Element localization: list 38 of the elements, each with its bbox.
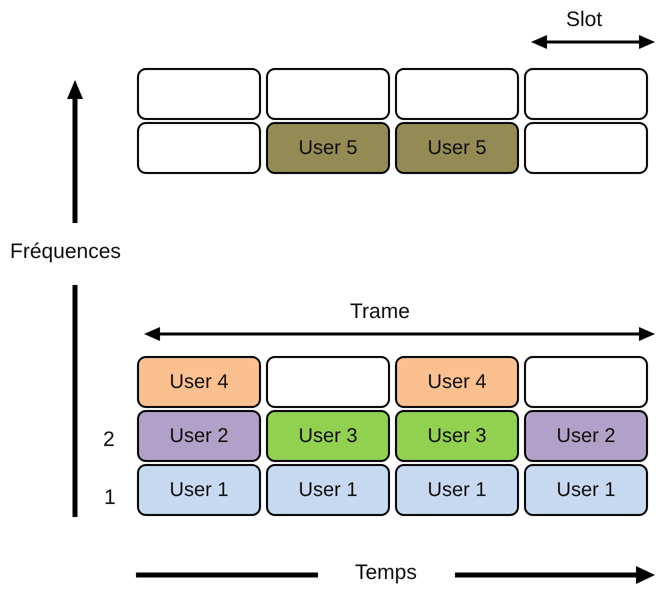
- user-label: User 4: [170, 370, 228, 394]
- empty-slot-box: [137, 68, 261, 120]
- user-label: User 1: [170, 478, 228, 502]
- user-slot: [395, 356, 519, 408]
- user-label: User 2: [556, 424, 616, 448]
- user-label: User 3: [298, 424, 358, 448]
- row-number: 2: [103, 428, 115, 452]
- user-slot: [395, 410, 519, 462]
- slot-label: Slot: [566, 8, 602, 32]
- user-slot: [266, 122, 390, 174]
- user-slot: [266, 410, 390, 462]
- empty-slot-box: [137, 122, 261, 174]
- empty-slot-box: [266, 68, 390, 120]
- user-slot: [266, 464, 390, 516]
- empty-slot-box: [524, 356, 648, 408]
- user-label: User 5: [428, 136, 486, 160]
- user-label: User 5: [298, 136, 358, 160]
- axis-label: Fréquences: [10, 240, 121, 264]
- row-number: 1: [104, 486, 116, 510]
- user-label: User 3: [428, 424, 486, 448]
- user-label: User 1: [556, 478, 616, 502]
- user-label: User 4: [428, 370, 486, 394]
- empty-slot-box: [395, 68, 519, 120]
- axis-label: Temps: [355, 561, 417, 585]
- user-label: User 1: [428, 478, 486, 502]
- empty-slot-box: [524, 122, 648, 174]
- user-slot: [137, 410, 261, 462]
- user-slot: [137, 464, 261, 516]
- user-slot: [395, 464, 519, 516]
- user-label: User 2: [170, 424, 228, 448]
- user-slot: [137, 356, 261, 408]
- empty-slot-box: [524, 68, 648, 120]
- user-slot: [524, 410, 648, 462]
- user-slot: [524, 464, 648, 516]
- frame-label: Trame: [350, 300, 410, 324]
- user-slot: [395, 122, 519, 174]
- empty-slot-box: [266, 356, 390, 408]
- user-label: User 1: [298, 478, 358, 502]
